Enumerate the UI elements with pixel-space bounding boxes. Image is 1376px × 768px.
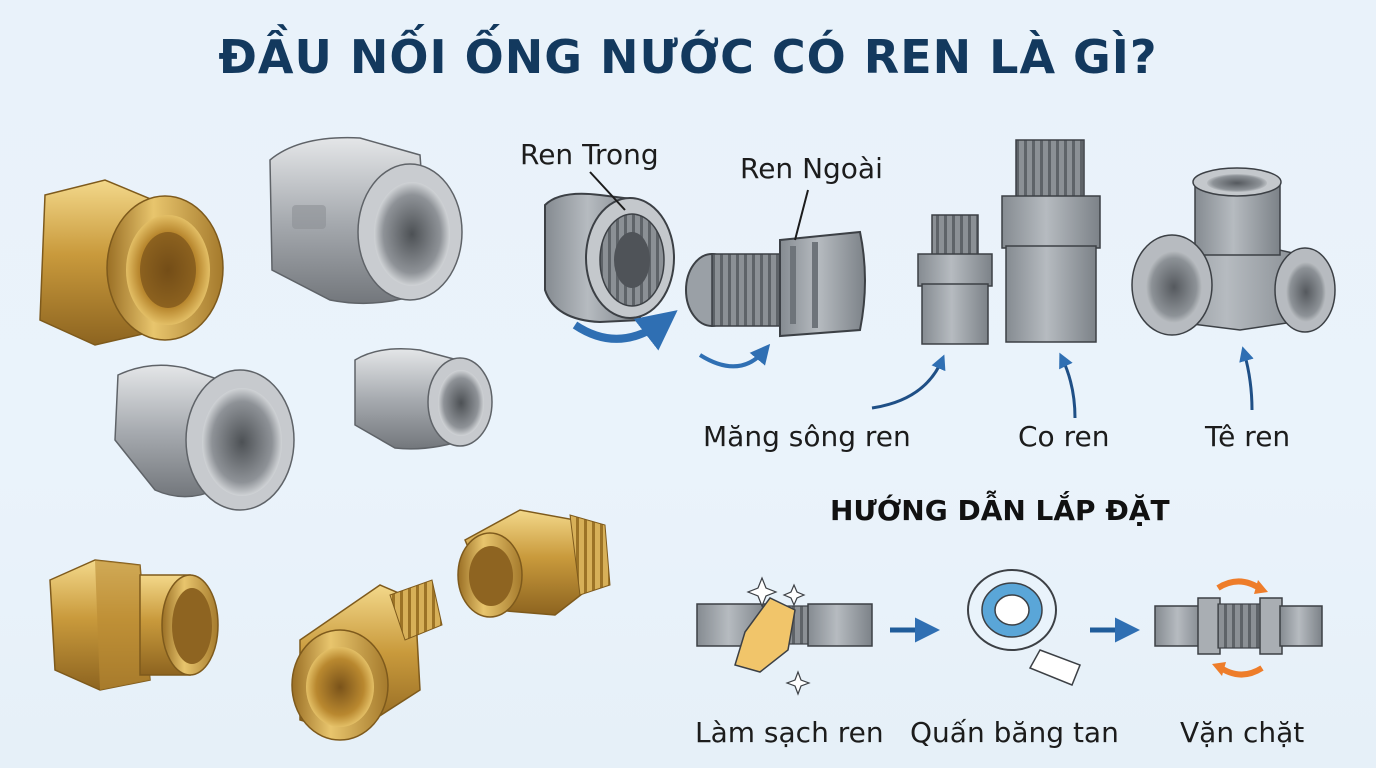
outer-thread-pointer (794, 189, 809, 241)
steel-socket-large (269, 136, 463, 305)
step-tape-illustration (967, 569, 1081, 686)
pvc-socket-fitting (917, 214, 993, 345)
step-clean-illustration (696, 576, 873, 696)
female-thread-part (544, 192, 675, 324)
inner-thread-pointer (589, 171, 626, 211)
steel-reducer (114, 364, 295, 511)
brass-hex-nipple-2 (457, 509, 611, 618)
step-label-tape: Quấn băng tan (910, 716, 1119, 749)
step-tighten-illustration (1154, 578, 1323, 678)
brass-adapter (291, 579, 443, 741)
pvc-tee-fitting (1131, 167, 1336, 336)
fitting-label-elbow: Co ren (1018, 420, 1110, 453)
screw-arrow-2 (698, 343, 771, 369)
step-label-clean: Làm sạch ren (695, 716, 884, 749)
fitting-label-socket: Măng sông ren (703, 420, 911, 453)
steel-socket-small (354, 348, 493, 450)
elbow-arrow (1059, 352, 1077, 419)
brass-reducer-socket (39, 179, 224, 346)
screw-arrow-1 (572, 310, 678, 351)
brass-hex-nipple (49, 559, 219, 691)
male-thread-part (685, 230, 866, 338)
page-title: ĐẦU NỐI ỐNG NƯỚC CÓ REN LÀ GÌ? (218, 30, 1158, 84)
inner-thread-label: Ren Trong (520, 138, 659, 171)
fitting-label-tee: Tê ren (1205, 420, 1291, 453)
step-label-tighten: Vặn chặt (1180, 716, 1305, 749)
outer-thread-label: Ren Ngoài (740, 152, 883, 185)
install-heading: HƯỚNG DẪN LẮP ĐẶT (830, 494, 1170, 527)
pvc-elbow-fitting (1001, 139, 1101, 343)
socket-arrow (871, 354, 946, 410)
tee-arrow (1239, 346, 1254, 411)
